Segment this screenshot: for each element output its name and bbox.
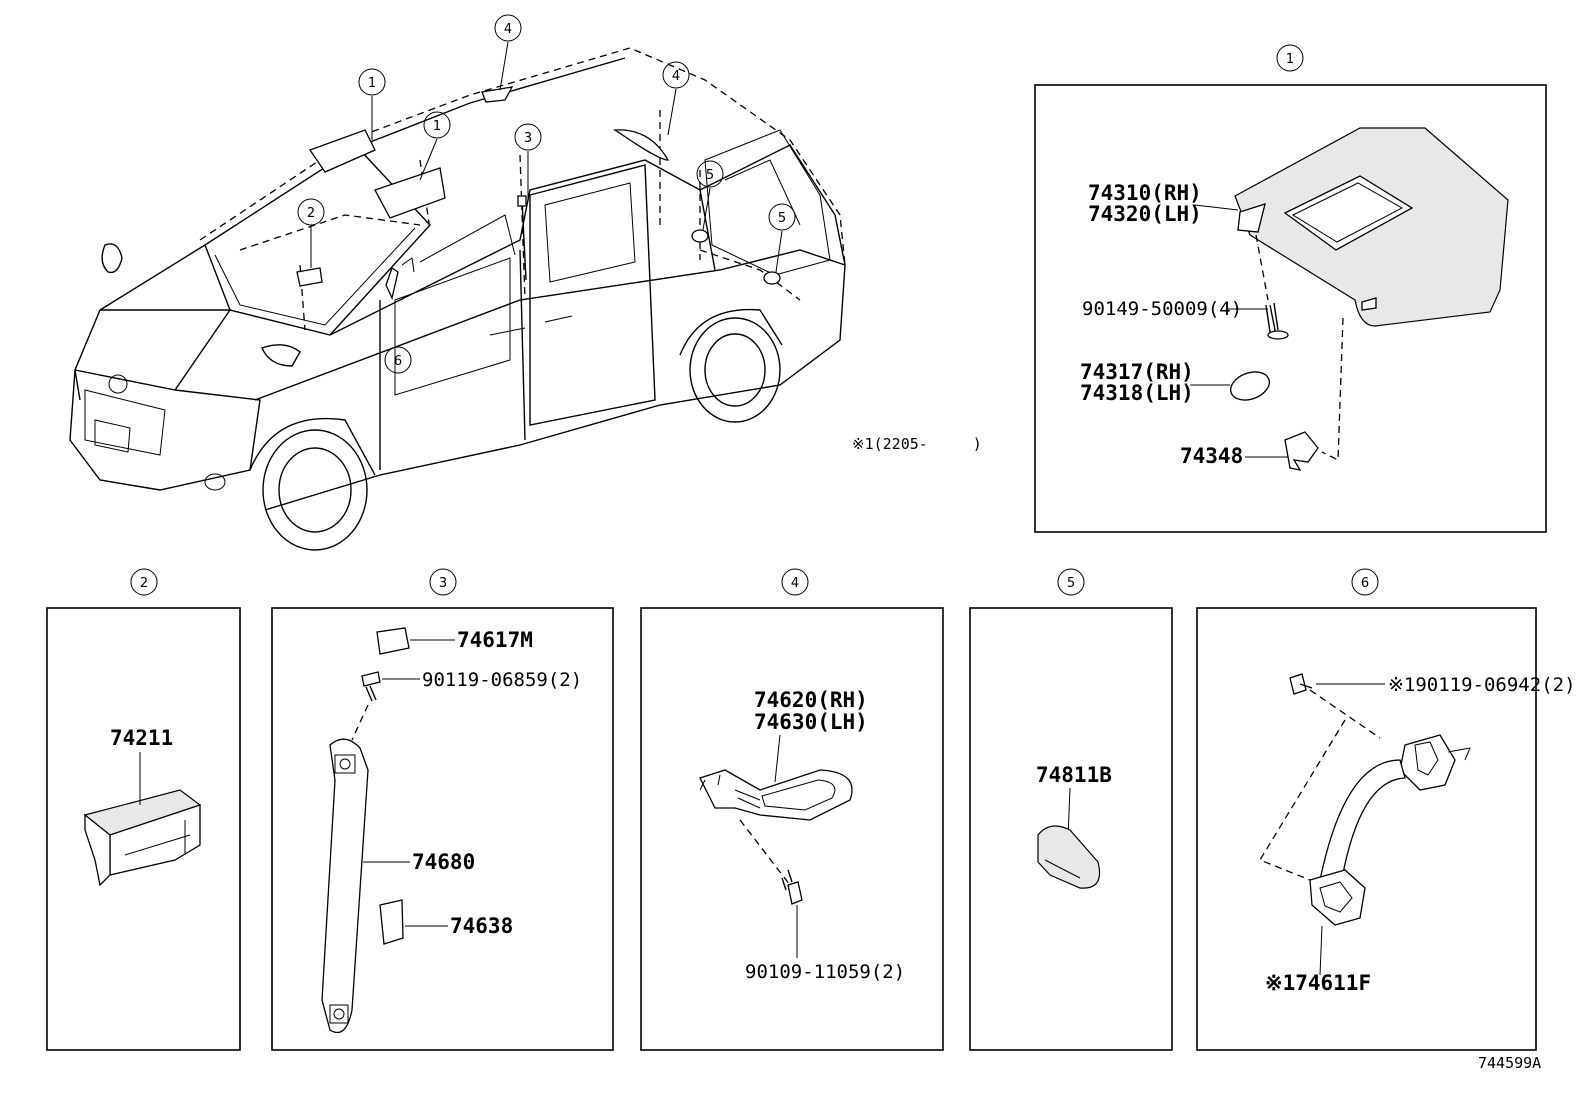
callouts-c1-label: 1 <box>368 76 376 91</box>
panel1-label-label: 1 <box>1286 52 1294 67</box>
callout-3 <box>514 123 542 151</box>
panel1-cover_lh-label: 74318(LH) <box>1080 381 1194 405</box>
callouts-c1-label: 1 <box>433 119 441 134</box>
callouts-c4-label: 4 <box>504 22 512 37</box>
panel-1: 1 74310(RH) 74320(LH) 90149-50009(4) 743… <box>1034 44 1547 533</box>
panel2-label-label: 2 <box>140 576 148 591</box>
panel1-visor_lh-label: 74320(LH) <box>1088 202 1202 226</box>
panel2-part-label: 74211 <box>110 726 173 750</box>
panel-6: 6 ※190119-06942(2) ※174611F <box>1196 568 1576 1051</box>
vehicle-callouts: 1 1 2 3 4 4 5 5 6 <box>297 14 796 374</box>
vehicle-illustration <box>69 47 846 551</box>
diagram-code: 744599A <box>1478 1054 1541 1072</box>
panel1-visor_rh-label: 74310(RH) <box>1088 181 1202 205</box>
panel-6-label <box>1351 568 1379 596</box>
panel-5-frame <box>969 607 1173 1051</box>
panel4-grip_lh-label: 74630(LH) <box>754 710 868 734</box>
panel3-label-label: 3 <box>439 576 447 591</box>
callouts-c6-label: 6 <box>394 354 402 369</box>
callout-5a <box>696 160 724 188</box>
panel1-cover_rh-label: 74317(RH) <box>1080 360 1194 384</box>
panel3-bolt-label: 90119-06859(2) <box>422 669 582 691</box>
panel-5: 5 74811B <box>969 568 1173 1051</box>
panel6-bolt-label: ※190119-06942(2) <box>1388 674 1576 696</box>
panel1-screw-label: 90149-50009(4) <box>1082 298 1242 320</box>
panel-2: 2 74211 <box>46 568 241 1051</box>
callout-1b <box>423 111 451 139</box>
callout-4b <box>662 61 690 89</box>
panel-4: 4 74620(RH) 74630(LH) 90109-11059(2) <box>640 568 944 1051</box>
panel3-grip-label: 74680 <box>412 850 475 874</box>
panel-1-label <box>1276 44 1304 72</box>
panel-2-frame <box>46 607 241 1051</box>
date-note: ※1(2205- ) <box>852 435 982 453</box>
panel-3: 3 74617M 90119-06859(2) 74680 74638 <box>271 568 614 1051</box>
panel-3-label <box>429 568 457 596</box>
panel1-holder-label: 74348 <box>1180 444 1243 468</box>
callouts-c5-label: 5 <box>778 211 786 226</box>
panel-4-frame <box>640 607 944 1051</box>
panel-2-label <box>130 568 158 596</box>
panel3-cap-label: 74617M <box>457 628 533 652</box>
panel6-grip-label: ※174611F <box>1265 971 1371 995</box>
panel-4-label <box>781 568 809 596</box>
panel3-cover-label: 74638 <box>450 914 513 938</box>
callout-5b <box>768 203 796 231</box>
panel6-label-label: 6 <box>1361 576 1369 591</box>
panel5-label-label: 5 <box>1067 576 1075 591</box>
callout-4a <box>494 14 522 42</box>
panel-6-frame <box>1196 607 1537 1051</box>
callout-6 <box>384 346 412 374</box>
panel-1-frame <box>1034 84 1547 533</box>
panel-5-label <box>1057 568 1085 596</box>
callouts-c3-label: 3 <box>524 131 532 146</box>
panel-3-frame <box>271 607 614 1051</box>
callouts-c4-label: 4 <box>672 69 680 84</box>
panel4-bolt-label: 90109-11059(2) <box>745 961 905 983</box>
panel5-part-label: 74811B <box>1036 763 1112 787</box>
callout-1a <box>358 68 386 96</box>
callouts-c5-label: 5 <box>706 168 714 183</box>
callouts-c2-label: 2 <box>307 206 315 221</box>
panel4-label-label: 4 <box>791 576 799 591</box>
callout-2 <box>297 198 325 226</box>
panel4-grip_rh-label: 74620(RH) <box>754 688 868 712</box>
